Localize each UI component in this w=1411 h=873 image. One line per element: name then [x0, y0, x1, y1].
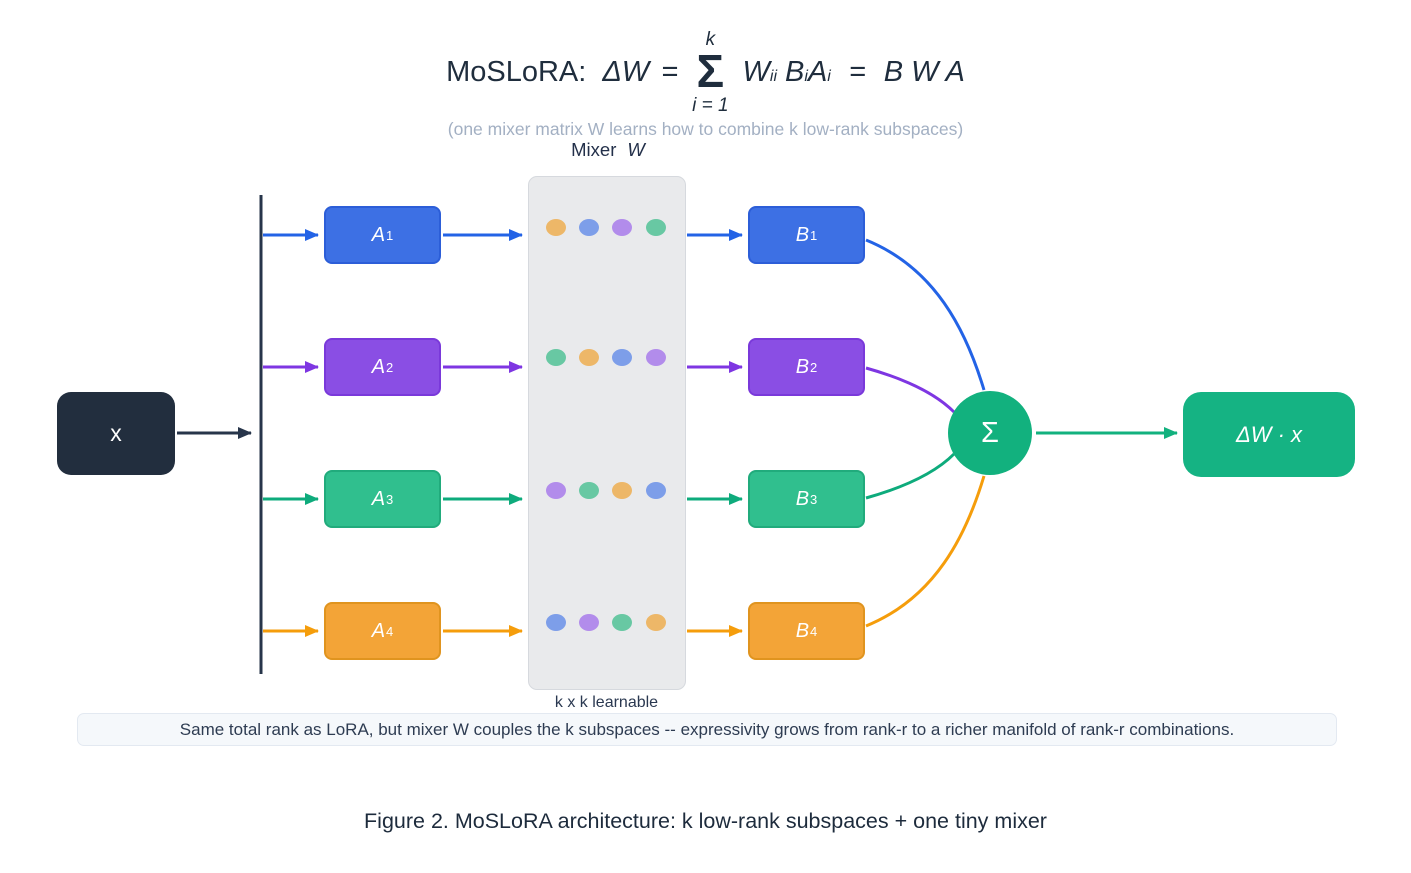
mixer-weight-dot [546, 348, 566, 366]
mixer-weight-dot [546, 481, 566, 499]
branch-arrows [263, 229, 743, 637]
a-subscript: i [827, 67, 831, 85]
mixer-matrix-box [528, 176, 686, 690]
matrix-a1-box-subscript: 1 [386, 227, 394, 243]
mixer-weight-dot [612, 613, 632, 631]
formula-equals-2: = [848, 55, 866, 88]
matrix-a4-box-label: A [371, 619, 386, 642]
matrix-a3-box-label: A [371, 487, 386, 510]
figure-caption: Figure 2. MoSLoRA architecture: k low-ra… [364, 809, 1047, 833]
matrix-b3-box-subscript: 3 [810, 491, 818, 507]
output-box-label: ΔW · x [1235, 421, 1303, 447]
sum-node-label: Σ [981, 416, 999, 449]
mixer-weight-dot [646, 348, 666, 366]
mixer-weight-dot [546, 218, 566, 236]
formula-equals-1: = [661, 55, 679, 88]
merge-curves [865, 238, 986, 628]
matrix-b4-box-label: B [795, 619, 810, 642]
mixer-weight-dot [612, 348, 632, 366]
method-name: MoSLoRA: [446, 55, 587, 88]
b-subscript: i [804, 67, 808, 85]
mixer-weight-dot [646, 481, 666, 499]
matrix-a2-box-label: A [371, 355, 386, 378]
matrix-b1-box-label: B [795, 223, 810, 246]
a-base: A [807, 55, 828, 88]
output-box: ΔW · x [1183, 392, 1355, 477]
matrix-b2-box-label: B [795, 355, 810, 378]
mixer-weight-dot [579, 348, 599, 366]
matrix-b3-box-label: B [795, 487, 810, 510]
formula-lhs: ΔW [602, 55, 650, 88]
mixer-sublabel: k x k learnable [554, 694, 659, 711]
formula-rhs: B W A [883, 55, 965, 88]
matrix-b4-box-subscript: 4 [810, 623, 818, 639]
mixer-weight-dot [546, 613, 566, 631]
mixer-weight-dot [612, 218, 632, 236]
b-base: B [785, 55, 805, 88]
mixer-title-text: Mixer [571, 139, 617, 160]
mixer-weight-dot [646, 218, 666, 236]
note-bar: Same total rank as LoRA, but mixer W cou… [77, 713, 1337, 746]
sum-upper-limit: k [705, 29, 716, 50]
mixer-weight-dot [579, 218, 599, 236]
formula-subtitle: (one mixer matrix W learns how to combin… [447, 119, 964, 139]
mixer-weight-dot [579, 613, 599, 631]
mixer-weight-dot [579, 481, 599, 499]
note-text: Same total rank as LoRA, but mixer W cou… [179, 719, 1235, 739]
w-base: W [742, 55, 770, 88]
input-x-label: x [110, 420, 122, 446]
matrix-b2-box-subscript: 2 [810, 359, 818, 375]
matrix-a1-box-label: A [371, 223, 386, 246]
mixer-weight-dot [612, 481, 632, 499]
matrix-a3-box-subscript: 3 [386, 491, 394, 507]
w-subscript: ii [769, 67, 778, 85]
summation-symbol: k Σ i = 1 [692, 30, 728, 115]
sigma-glyph: Σ [696, 45, 725, 97]
sum-node: Σ [948, 391, 1032, 475]
mixer-title: Mixer W [508, 139, 708, 161]
sum-lower-limit: i = 1 [692, 94, 729, 116]
matrix-a2-box-subscript: 2 [386, 359, 394, 375]
input-x-box: x [57, 392, 175, 475]
matrix-a4-box-subscript: 4 [386, 623, 394, 639]
mixer-weight-dot [646, 613, 666, 631]
mixer-title-symbol: W [627, 139, 645, 160]
matrix-b1-box-subscript: 1 [810, 227, 818, 243]
